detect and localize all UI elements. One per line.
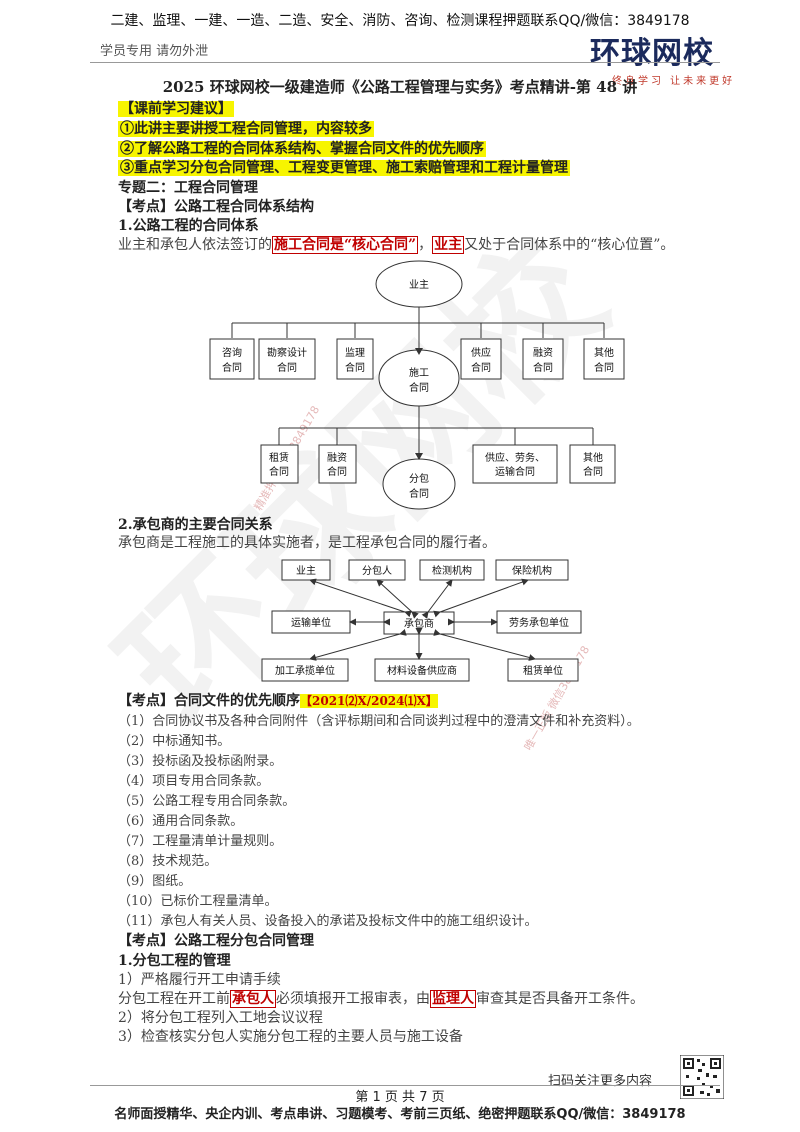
advice-item: ①此讲主要讲授工程合同管理，内容较多	[118, 121, 374, 137]
exam-tag: 【2021⑵X/2024⑴X】	[300, 694, 438, 708]
diagram-node	[318, 444, 357, 484]
svg-text:承包商: 承包商	[404, 617, 434, 630]
svg-text:合同: 合同	[345, 361, 365, 374]
diagram-node	[583, 338, 625, 380]
svg-text:施工: 施工	[409, 366, 429, 379]
section-heading: 【考点】公路工程合同体系结构	[118, 199, 314, 215]
diagram-node	[261, 658, 349, 682]
paragraph: 业主和承包人依法签订的施工合同是“核心合同”，业主又处于合同体系中的“核心位置”…	[118, 236, 675, 254]
list-item: 1）严格履行开工申请手续	[118, 972, 281, 988]
list-item: （4）项目专用合同条款。	[118, 774, 270, 789]
diagram-node	[209, 338, 255, 380]
list-item: （9）图纸。	[118, 874, 192, 889]
svg-text:加工承揽单位: 加工承揽单位	[275, 664, 335, 677]
advice-item: ③重点学习分包合同管理、工程变更管理、施工索赔管理和工程计量管理	[118, 160, 570, 176]
page-number: 第 1 页 共 7 页	[355, 1090, 445, 1105]
diagram-node	[472, 444, 558, 484]
svg-text:监理: 监理	[345, 346, 365, 359]
section-heading: 【考点】公路工程分包合同管理	[118, 933, 314, 949]
svg-text:合同: 合同	[277, 361, 297, 374]
diagram-node	[522, 338, 564, 380]
advice-item: ②了解公路工程的合同体系结构、掌握合同文件的优先顺序	[118, 141, 486, 157]
list-item: （3）投标函及投标函附录。	[118, 754, 283, 769]
svg-text:业主: 业主	[409, 279, 429, 291]
logo: 环球网校 终身学习 让未来更好	[590, 28, 740, 87]
svg-text:租赁: 租赁	[269, 451, 289, 464]
subsection-heading: 1.分包工程的管理	[118, 953, 231, 969]
diagram-node	[569, 444, 616, 484]
qr-code[interactable]	[680, 1055, 724, 1099]
svg-text:供应、劳务、: 供应、劳务、	[485, 451, 545, 464]
svg-text:合同: 合同	[409, 487, 429, 500]
svg-text:分包人: 分包人	[362, 564, 392, 577]
diagram-node	[281, 559, 331, 581]
svg-text:咨询: 咨询	[222, 346, 242, 359]
svg-text:合同: 合同	[594, 361, 614, 374]
confidential-note: 学员专用 请勿外泄	[100, 44, 209, 59]
svg-text:其他: 其他	[583, 451, 603, 464]
svg-text:合同: 合同	[471, 361, 491, 374]
diagram-node	[507, 658, 579, 682]
contractor-relation-diagram: 承包商 业主 分包人 检测机构 保险机构 运输单位 劳务承包单位 加工承揽单位 …	[261, 559, 582, 682]
svg-text:分包: 分包	[409, 472, 429, 485]
section-heading: 【考点】合同文件的优先顺序【2021⑵X/2024⑴X】	[118, 693, 438, 709]
svg-text:合同: 合同	[533, 361, 553, 374]
svg-text:保险机构: 保险机构	[512, 564, 552, 577]
advice-heading: 【课前学习建议】	[118, 101, 234, 117]
top-banner: 二建、监理、一建、一造、二造、安全、消防、咨询、检测课程押题联系QQ/微信：38…	[110, 13, 690, 29]
highlight-box: 施工合同是“核心合同”	[272, 236, 419, 254]
list-item: （8）技术规范。	[118, 854, 218, 869]
list-item: 3）检查核实分包人实施分包工程的主要人员与施工设备	[118, 1029, 463, 1045]
subsection-heading: 1.公路工程的合同体系	[118, 218, 259, 234]
list-item: （10）已标价工程量清单。	[118, 894, 278, 909]
diagram-node	[258, 338, 316, 380]
list-item: 2）将分包工程列入工地会议议程	[118, 1010, 323, 1026]
svg-text:合同: 合同	[269, 465, 289, 478]
footer-divider	[90, 1085, 720, 1086]
paragraph: 分包工程在开工前承包人必须填报开工报审表，由监理人审查其是否具备开工条件。	[118, 990, 644, 1008]
diagram-node	[460, 338, 502, 380]
svg-text:勘察设计: 勘察设计	[267, 346, 307, 359]
bottom-banner: 名师面授精华、央企内训、考点串讲、习题模考、考前三页纸、绝密押题联系QQ/微信：…	[114, 1107, 686, 1122]
svg-text:合同: 合同	[583, 465, 603, 478]
list-item: （11）承包人有关人员、设备投入的承诺及投标文件中的施工组织设计。	[118, 914, 538, 929]
topic-heading: 专题二：工程合同管理	[118, 180, 258, 196]
svg-text:检测机构: 检测机构	[432, 564, 472, 577]
list-item: （7）工程量清单计量规则。	[118, 834, 283, 849]
highlight-box: 承包人	[230, 990, 276, 1008]
paragraph: 承包商是工程施工的具体实施者，是工程承包合同的履行者。	[118, 535, 496, 551]
diagram-node	[495, 559, 569, 581]
svg-text:合同: 合同	[409, 381, 429, 394]
svg-text:劳务承包单位: 劳务承包单位	[509, 616, 569, 629]
svg-text:合同: 合同	[327, 465, 347, 478]
highlight-box: 监理人	[430, 990, 476, 1008]
svg-text:供应: 供应	[471, 346, 491, 359]
subsection-heading: 2.承包商的主要合同关系	[118, 517, 273, 533]
svg-text:运输单位: 运输单位	[291, 616, 331, 629]
svg-text:运输合同: 运输合同	[495, 465, 535, 478]
logo-slogan: 终身学习 让未来更好	[612, 76, 736, 87]
highlight-box: 业主	[432, 236, 465, 254]
svg-text:融资: 融资	[533, 347, 553, 359]
diagram-node	[260, 444, 299, 484]
header-divider	[90, 62, 720, 63]
svg-text:租赁单位: 租赁单位	[523, 664, 563, 677]
logo-text: 环球网校	[590, 36, 714, 71]
list-item: （2）中标通知书。	[118, 734, 231, 749]
svg-text:融资: 融资	[327, 452, 347, 464]
svg-text:合同: 合同	[222, 361, 242, 374]
diagram-node	[336, 338, 374, 380]
svg-text:其他: 其他	[594, 346, 614, 359]
document-title: 2025 环球网校一级建造师《公路工程管理与实务》考点精讲-第 48 讲	[162, 78, 638, 96]
list-item: （5）公路工程专用合同条款。	[118, 794, 296, 809]
svg-text:业主: 业主	[296, 565, 316, 577]
svg-text:材料设备供应商: 材料设备供应商	[387, 664, 457, 677]
list-item: （1）合同协议书及各种合同附件（含评标期间和合同谈判过程中的澄清文件和补充资料）…	[118, 714, 640, 729]
list-item: （6）通用合同条款。	[118, 814, 244, 829]
